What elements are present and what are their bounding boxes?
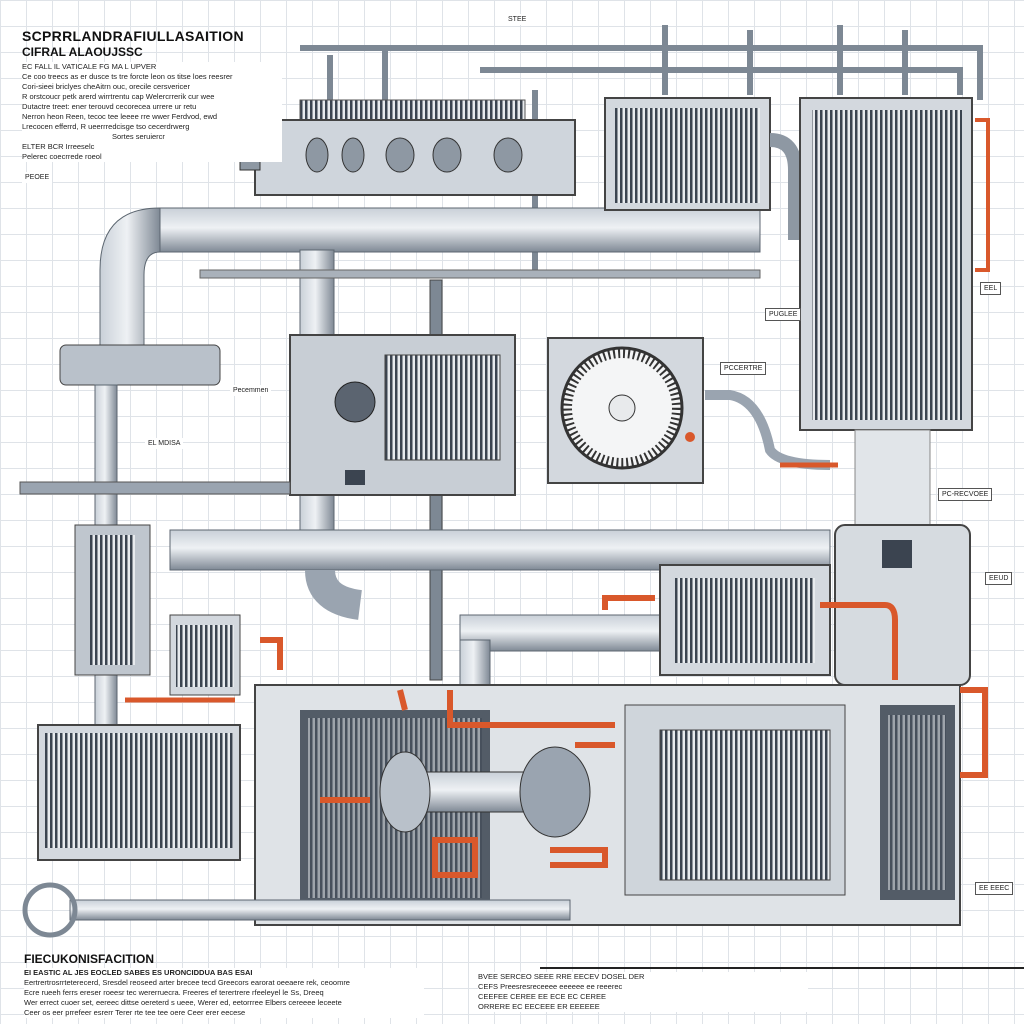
header-line: Sortes seruiercr	[112, 132, 165, 141]
header-line: ELTER BCR Irreeselc	[22, 142, 95, 151]
footer-description: EI EASTIC AL JES EOCLED SABES ES URONCID…	[24, 968, 424, 1018]
label-center-left: Pecemmen	[230, 385, 272, 396]
label-tank: PC-RECVOEE	[938, 488, 993, 501]
condenser-fan-unit	[547, 337, 704, 484]
storage-tank	[834, 524, 971, 686]
label-left: EL MDISA	[145, 438, 184, 449]
pipe-loop	[22, 882, 78, 938]
footer-notes-right: BVEE SERCEO SEEE RRE EECEV DOSEL DER CEF…	[478, 972, 808, 1012]
tank-refrigerant-line	[820, 602, 898, 680]
diagram-title: SCPRRLANDRAFIULLASAITION	[22, 28, 244, 44]
header-line: Ce coo treecs as er dusce ts tre forcte …	[22, 72, 233, 81]
label-header-foot: PEOEE	[22, 172, 53, 183]
footer-line: Ceer os eer prrefeer esrerr Terer rte te…	[24, 1008, 246, 1017]
footer-note: CEFS Preesresreceeee eeeeee ee reeerec	[478, 982, 623, 991]
label-top: STEE	[505, 14, 530, 25]
header-description: EC FALL IL VATICALE FG MA L UPVER Ce coo…	[22, 62, 282, 162]
radiator-top-middle	[604, 97, 802, 240]
label-bottom-right: EE EEEC	[975, 882, 1014, 895]
bottom-pipe	[69, 899, 571, 921]
header-line: Dutactre treet: ener terouvd cecorecea u…	[22, 102, 197, 111]
mid-refrigerant-line	[602, 595, 655, 610]
left-horizontal-pipe	[19, 481, 291, 495]
footer-note: BVEE SERCEO SEEE RRE EECEV DOSEL DER	[478, 972, 645, 981]
radiator-large-right	[799, 97, 973, 526]
lower-duct	[459, 614, 661, 652]
air-handler-top	[239, 99, 576, 196]
main-duct	[159, 207, 761, 253]
mid-right-grille-unit	[659, 564, 831, 676]
footer-line: EI EASTIC AL JES EOCLED SABES ES URONCID…	[24, 968, 253, 977]
header-line: Cori-sieei briclyes cheAitrn ouc, orecil…	[22, 82, 190, 91]
header-line: Lrecocen efferrd, R ueerrredcisge tso ce…	[22, 122, 190, 131]
header-line: Pelerec coecrrede roeol	[22, 152, 102, 161]
middle-duct-elbow	[305, 568, 363, 620]
footer-line: Ecre rueeh ferrs ereser roeesr tec werer…	[24, 988, 324, 997]
header-line: EC FALL IL VATICALE FG MA L UPVER	[22, 62, 157, 71]
footer-note: ORRERE EC EECEEE ER EEEEEE	[478, 1002, 600, 1011]
header-line: Nerron heon Reen, tecoc tee leeee rre ww…	[22, 112, 218, 121]
center-unit	[289, 334, 516, 496]
small-grille	[176, 625, 234, 687]
middle-duct	[169, 529, 831, 571]
left-cabinet-grille	[90, 535, 135, 665]
blower-housing	[59, 344, 221, 386]
thin-horizontal-pipe	[199, 269, 761, 279]
small-refrigerant-line	[260, 637, 283, 670]
footer-title: FIECUKONISFACITION	[24, 952, 155, 966]
duct-elbow	[99, 207, 161, 351]
bottom-grille-center	[659, 729, 831, 881]
refrigerant-line-right	[975, 118, 990, 272]
bottom-plant-enclosure	[254, 684, 961, 926]
header-line: R orstcoucr petk arerd wirrtrentu cap We…	[22, 92, 215, 101]
lower-duct-drop	[459, 639, 491, 691]
diagram-subtitle: CIFRAL ALAOUJSSC	[22, 45, 143, 59]
label-right-mid: EEUD	[985, 572, 1013, 585]
label-pipe: PUGLEE	[765, 308, 802, 321]
footer-line: Wer errect cuoer set, eereec dittse oere…	[24, 998, 342, 1007]
refrigerant-lines	[320, 687, 988, 878]
footer-line: Eertrertrosrrteterecerd, Sresdel reoseed…	[24, 978, 350, 987]
label-radiator: EEL	[980, 282, 1002, 295]
bottom-grille-left-louvers	[45, 733, 233, 848]
label-fan: PCCERTRE	[720, 362, 767, 375]
footer-note: CEEFEE CEREE EE ECE EC CEREE	[478, 992, 606, 1001]
